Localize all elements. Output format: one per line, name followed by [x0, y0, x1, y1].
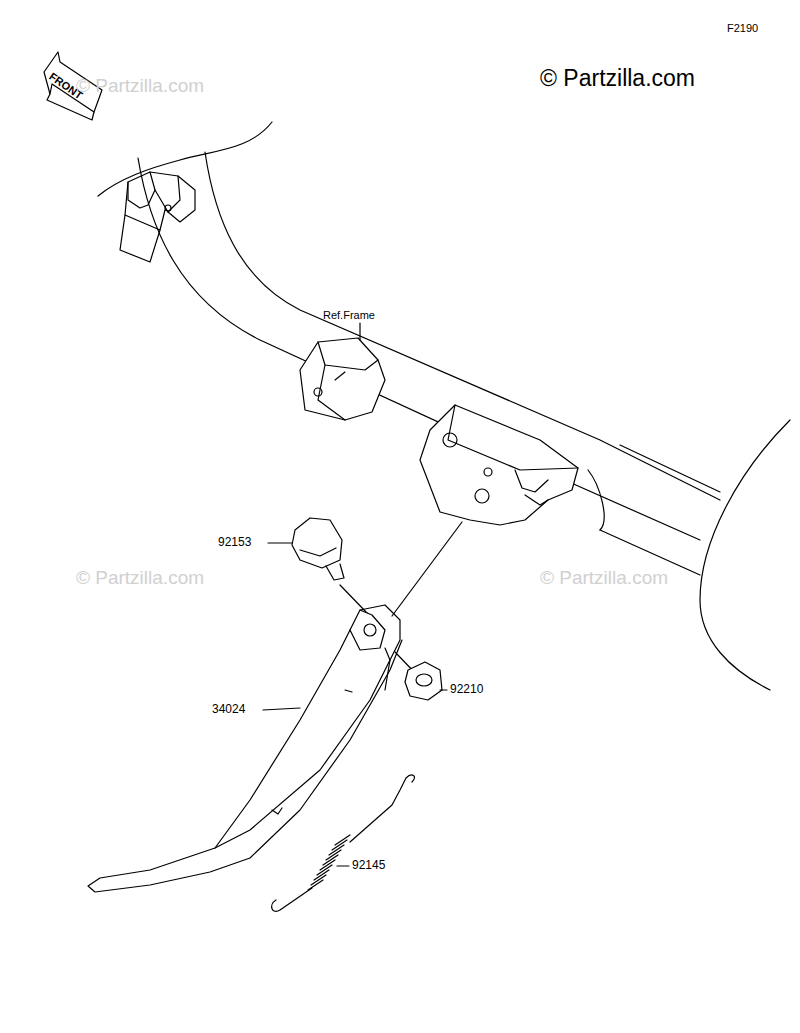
watermark: © Partzilla.com [76, 568, 204, 589]
watermark: © Partzilla.com [540, 568, 668, 589]
callout-number: 92210 [450, 683, 483, 696]
watermark: © Partzilla.com [76, 76, 204, 97]
copyright-notice: © Partzilla.com [540, 66, 695, 91]
figure-number: F2190 [727, 22, 758, 34]
callout-number: 92145 [352, 859, 385, 872]
callout-number: 34024 [212, 703, 245, 716]
reference-label: Ref.Frame [323, 309, 375, 321]
callout-number: 92153 [218, 536, 251, 549]
